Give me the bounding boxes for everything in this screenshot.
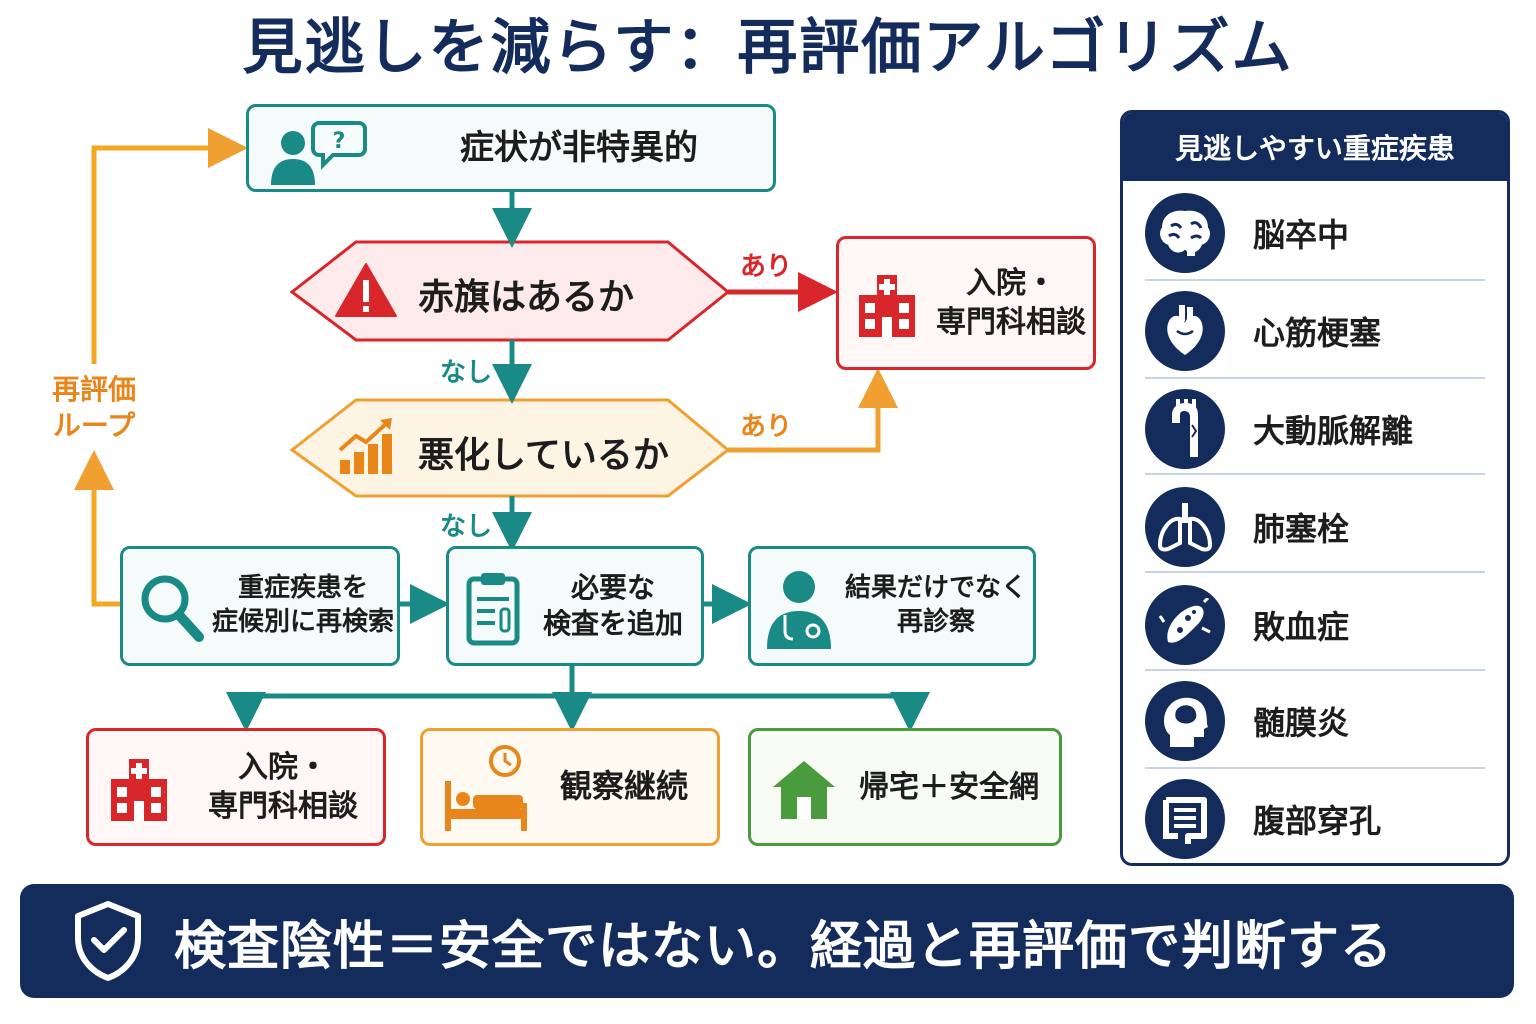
outcome-observe-box: 観察継続	[420, 728, 720, 846]
hospital-icon	[111, 759, 167, 821]
outcome-home-box: 帰宅＋安全網	[748, 728, 1062, 846]
footer-message: 検査陰性＝安全ではない。経過と再評価で判断する	[174, 916, 1394, 977]
aorta-icon	[1145, 389, 1225, 469]
trend-up-icon	[338, 418, 392, 474]
disease-item: 脳卒中	[1145, 185, 1485, 281]
redflag-no-label: なし	[440, 358, 493, 388]
research-box: 重症疾患を 症候別に再検索	[120, 546, 400, 666]
decision-redflag-label: 赤旗はあるか	[418, 277, 635, 318]
start-label: 症状が非特異的	[460, 127, 698, 168]
shield-check-icon	[75, 901, 141, 981]
bacteria-icon	[1145, 585, 1225, 665]
research-label: 重症疾患を 症候別に再検索	[211, 572, 395, 640]
disease-item: 肺塞栓	[1145, 479, 1485, 575]
tests-box: 必要な 検査を追加	[446, 546, 704, 666]
worse-no-label: なし	[440, 512, 493, 542]
bed-clock-icon	[445, 745, 527, 831]
reexam-label: 結果だけでなく 再診察	[839, 572, 1033, 640]
disease-divider	[1145, 767, 1485, 769]
research-line1: 重症疾患を	[237, 573, 368, 604]
footer-banner: 検査陰性＝安全ではない。経過と再評価で判断する	[20, 884, 1514, 998]
intestine-icon	[1145, 779, 1225, 859]
disease-name: 髄膜炎	[1253, 704, 1350, 742]
decision-worse-label: 悪化しているか	[418, 435, 669, 476]
disease-divider	[1145, 377, 1485, 379]
disease-name: 腹部穿孔	[1253, 802, 1382, 840]
redflag-yes-label: あり	[740, 252, 793, 282]
disease-name: 敗血症	[1253, 608, 1350, 646]
warning-icon	[335, 263, 397, 317]
admit-label: 入院・ 専門科相談	[931, 264, 1091, 342]
disease-name: 心筋梗塞	[1253, 314, 1382, 352]
disease-divider	[1145, 279, 1485, 281]
disease-divider	[1145, 571, 1485, 573]
disease-name: 大動脈解離	[1253, 412, 1414, 450]
svg-text:?: ?	[333, 129, 346, 154]
reexam-line1: 結果だけでなく	[844, 573, 1027, 604]
lungs-icon	[1145, 487, 1225, 567]
doctor-icon	[767, 571, 831, 649]
disease-panel: 見逃しやすい重症疾患 脳卒中 心筋梗塞 大動脈解離 肺塞栓 敗血症	[1120, 110, 1510, 866]
outcome-home-label: 帰宅＋安全網	[859, 769, 1039, 805]
loop-label: 再評価 ループ	[42, 372, 146, 445]
tests-line2: 検査を追加	[542, 607, 683, 640]
loop-line1: 再評価	[51, 373, 136, 406]
disease-name: 肺塞栓	[1253, 510, 1350, 548]
heart-icon	[1145, 291, 1225, 371]
head-icon	[1145, 681, 1225, 761]
disease-item: 髄膜炎	[1145, 673, 1485, 769]
outcome-admit-line2: 専門科相談	[208, 789, 358, 824]
loop-line2: ループ	[52, 409, 136, 443]
disease-name: 脳卒中	[1253, 216, 1350, 254]
disease-item: 敗血症	[1145, 577, 1485, 673]
research-line2: 症候別に再検索	[211, 607, 394, 637]
outcome-admit-box: 入院・ 専門科相談	[86, 728, 386, 846]
house-icon	[773, 761, 835, 819]
disease-item: 腹部穿孔	[1145, 771, 1485, 863]
page-title: 見逃しを減らす：再評価アルゴリズム	[242, 13, 1294, 83]
disease-item: 心筋梗塞	[1145, 283, 1485, 379]
reexam-box: 結果だけでなく 再診察	[748, 546, 1036, 666]
admit-line2: 専門科相談	[936, 305, 1086, 340]
magnifier-icon	[141, 575, 204, 642]
worse-yes-label: あり	[740, 412, 793, 442]
outcome-observe-label: 観察継続	[559, 767, 688, 806]
outcome-admit-label: 入院・ 専門科相談	[185, 748, 381, 826]
disease-divider	[1145, 669, 1485, 671]
disease-panel-title: 見逃しやすい重症疾患	[1123, 113, 1507, 181]
disease-item: 大動脈解離	[1145, 381, 1485, 477]
person-question-icon: ?	[271, 121, 367, 185]
tests-line1: 必要な	[570, 570, 655, 604]
admit-line1: 入院・	[966, 266, 1056, 301]
tests-label: 必要な 検査を追加	[525, 570, 701, 643]
outcome-admit-line1: 入院・	[238, 750, 328, 785]
brain-icon	[1145, 193, 1225, 273]
admit-box: 入院・ 専門科相談	[836, 236, 1096, 370]
clipboard-icon	[466, 573, 520, 646]
start-box: ? 症状が非特異的	[246, 104, 776, 192]
reexam-line2: 再診察	[896, 607, 975, 637]
disease-divider	[1145, 473, 1485, 475]
hospital-icon	[859, 275, 915, 337]
